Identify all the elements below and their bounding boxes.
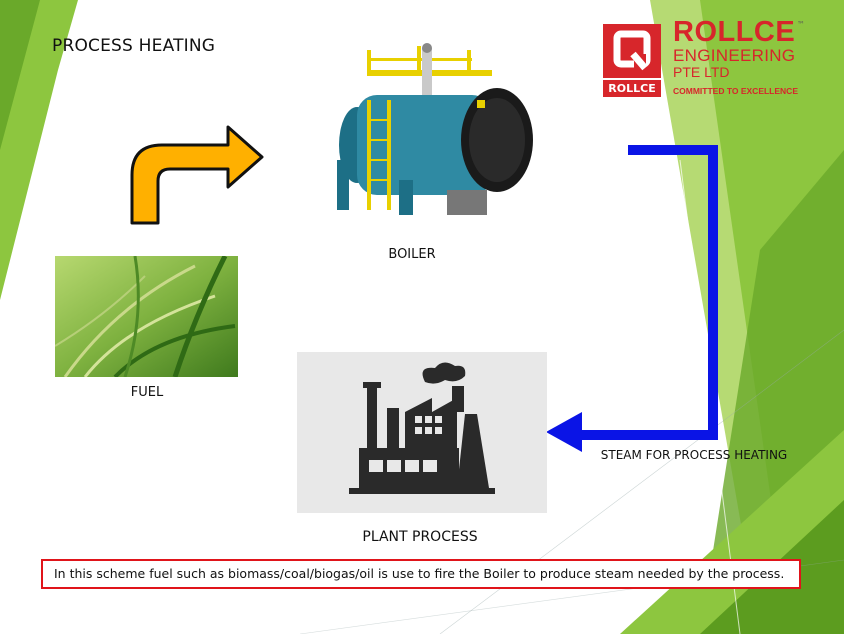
plant-process-label: PLANT PROCESS	[362, 529, 478, 545]
logo-mark	[603, 24, 661, 78]
logo-label: ROLLCE	[603, 80, 661, 97]
brand-line-2: ENGINEERING	[673, 46, 796, 65]
steam-label: STEAM FOR PROCESS HEATING	[600, 448, 788, 462]
plant-process-panel	[297, 352, 547, 513]
factory-icon	[349, 362, 495, 494]
boiler-label: BOILER	[388, 247, 436, 262]
trademark: ™	[797, 20, 805, 29]
rice-plant-icon	[55, 256, 238, 377]
brand-name: ROLLCE	[673, 16, 796, 48]
brand-tagline: COMMITTED TO EXCELLENCE	[673, 86, 798, 96]
fuel-label: FUEL	[130, 385, 164, 400]
scheme-note: In this scheme fuel such as biomass/coal…	[41, 559, 801, 589]
boiler-icon	[337, 43, 533, 215]
logo-q-icon	[613, 30, 651, 71]
page-title: PROCESS HEATING	[52, 36, 216, 56]
steam-arrow	[546, 145, 718, 452]
brand-line-3: PTE LTD	[673, 64, 730, 80]
fuel-arrow	[130, 125, 264, 225]
